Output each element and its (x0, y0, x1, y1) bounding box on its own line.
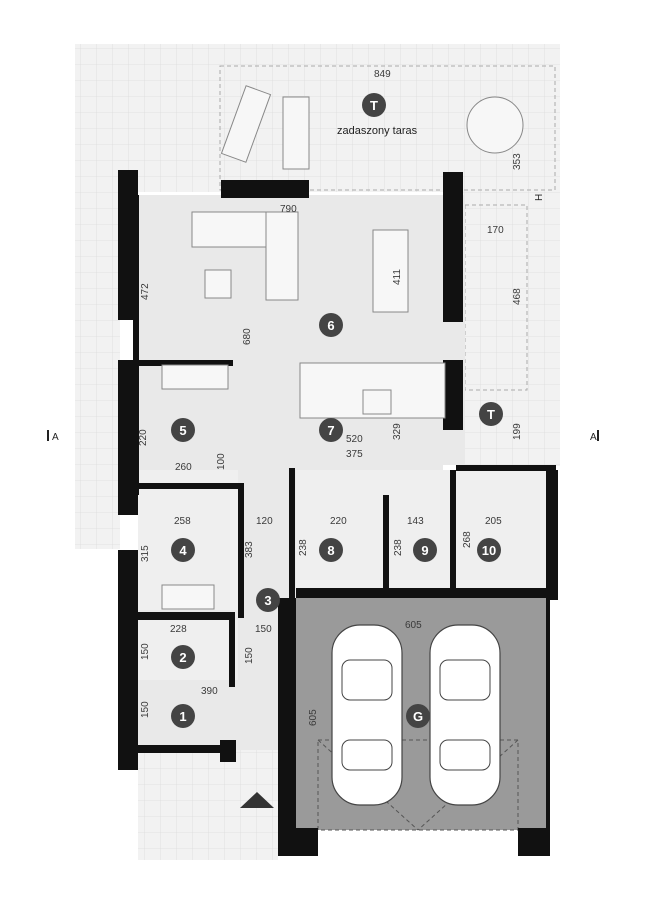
room-badge-r4: 4 (171, 538, 195, 562)
dim-268: 268 (462, 531, 473, 548)
dim-150-c: 150 (244, 647, 255, 664)
dim-329: 329 (392, 423, 403, 440)
section-mark-left: A (52, 432, 59, 443)
room-badge-r10: 10 (477, 538, 501, 562)
dim-605-b: 605 (308, 709, 319, 726)
room-badge-r8: 8 (319, 538, 343, 562)
dim-220-a: 220 (138, 429, 149, 446)
dim-383: 383 (244, 541, 255, 558)
dim-390: 390 (201, 686, 218, 697)
section-mark-right: A (590, 432, 597, 443)
section-line-left (47, 430, 49, 441)
room-badge-r3: 3 (256, 588, 280, 612)
dim-258: 258 (174, 516, 191, 527)
dim-353: 353 (512, 153, 523, 170)
dim-238-b: 238 (393, 539, 404, 556)
room-badge-label: 8 (327, 543, 334, 558)
dim-150-d: 150 (140, 701, 151, 718)
car-left (331, 624, 403, 806)
dim-170: 170 (487, 225, 504, 236)
room-badge-r9: 9 (413, 538, 437, 562)
dim-150-a: 150 (140, 643, 151, 660)
dim-472: 472 (140, 283, 151, 300)
room-badge-label: T (487, 407, 495, 422)
dim-411: 411 (392, 269, 403, 285)
room-badge-t2: T (479, 402, 503, 426)
dim-680: 680 (242, 328, 253, 345)
room-badge-r7: 7 (319, 418, 343, 442)
room-badge-label: 1 (179, 709, 186, 724)
room-badge-label: 10 (482, 543, 496, 558)
dim-205: 205 (485, 516, 502, 527)
dim-143: 143 (407, 516, 424, 527)
dim-520: 520 (346, 434, 363, 445)
dim-260: 260 (175, 462, 192, 473)
entrance-arrow-icon (240, 792, 274, 808)
dim-120: 120 (256, 516, 273, 527)
dim-790: 790 (280, 204, 297, 215)
room-badge-label: 3 (264, 593, 271, 608)
room-badge-r5: 5 (171, 418, 195, 442)
room-badge-label: 4 (179, 543, 187, 558)
room-badge-label: 7 (327, 423, 334, 438)
level-mark: H (534, 194, 545, 201)
room-badge-label: T (370, 98, 378, 113)
dim-150-b: 150 (255, 624, 272, 635)
dim-220-b: 220 (330, 516, 347, 527)
room-badge-r6: 6 (319, 313, 343, 337)
room-badge-label: 9 (421, 543, 428, 558)
room-badges: T T 1 2 3 4 5 6 7 8 9 10G (171, 93, 503, 728)
room-badge-r1: 1 (171, 704, 195, 728)
dimensions: 849 353 790 170 472 411 680 468 220 260 … (138, 69, 523, 726)
section-line-right (597, 430, 599, 441)
room-badge-label: 5 (179, 423, 186, 438)
dim-468: 468 (512, 288, 523, 305)
furniture (161, 85, 524, 610)
dim-238-a: 238 (298, 539, 309, 556)
room-badge-g: G (406, 704, 430, 728)
room-badge-t1: T (362, 93, 386, 117)
dim-100: 100 (216, 453, 227, 470)
dim-315: 315 (140, 545, 151, 562)
room-badge-label: 2 (179, 650, 186, 665)
dim-199: 199 (512, 423, 523, 440)
dim-375: 375 (346, 449, 363, 460)
walls (118, 170, 558, 856)
room-badge-r2: 2 (171, 645, 195, 669)
dim-228: 228 (170, 624, 187, 635)
dim-849: 849 (374, 69, 391, 80)
room-badge-label: G (413, 709, 423, 724)
dim-605-a: 605 (405, 620, 422, 631)
terrace-label: zadaszony taras (337, 125, 418, 137)
car-right (429, 624, 501, 806)
room-badge-label: 6 (327, 318, 334, 333)
